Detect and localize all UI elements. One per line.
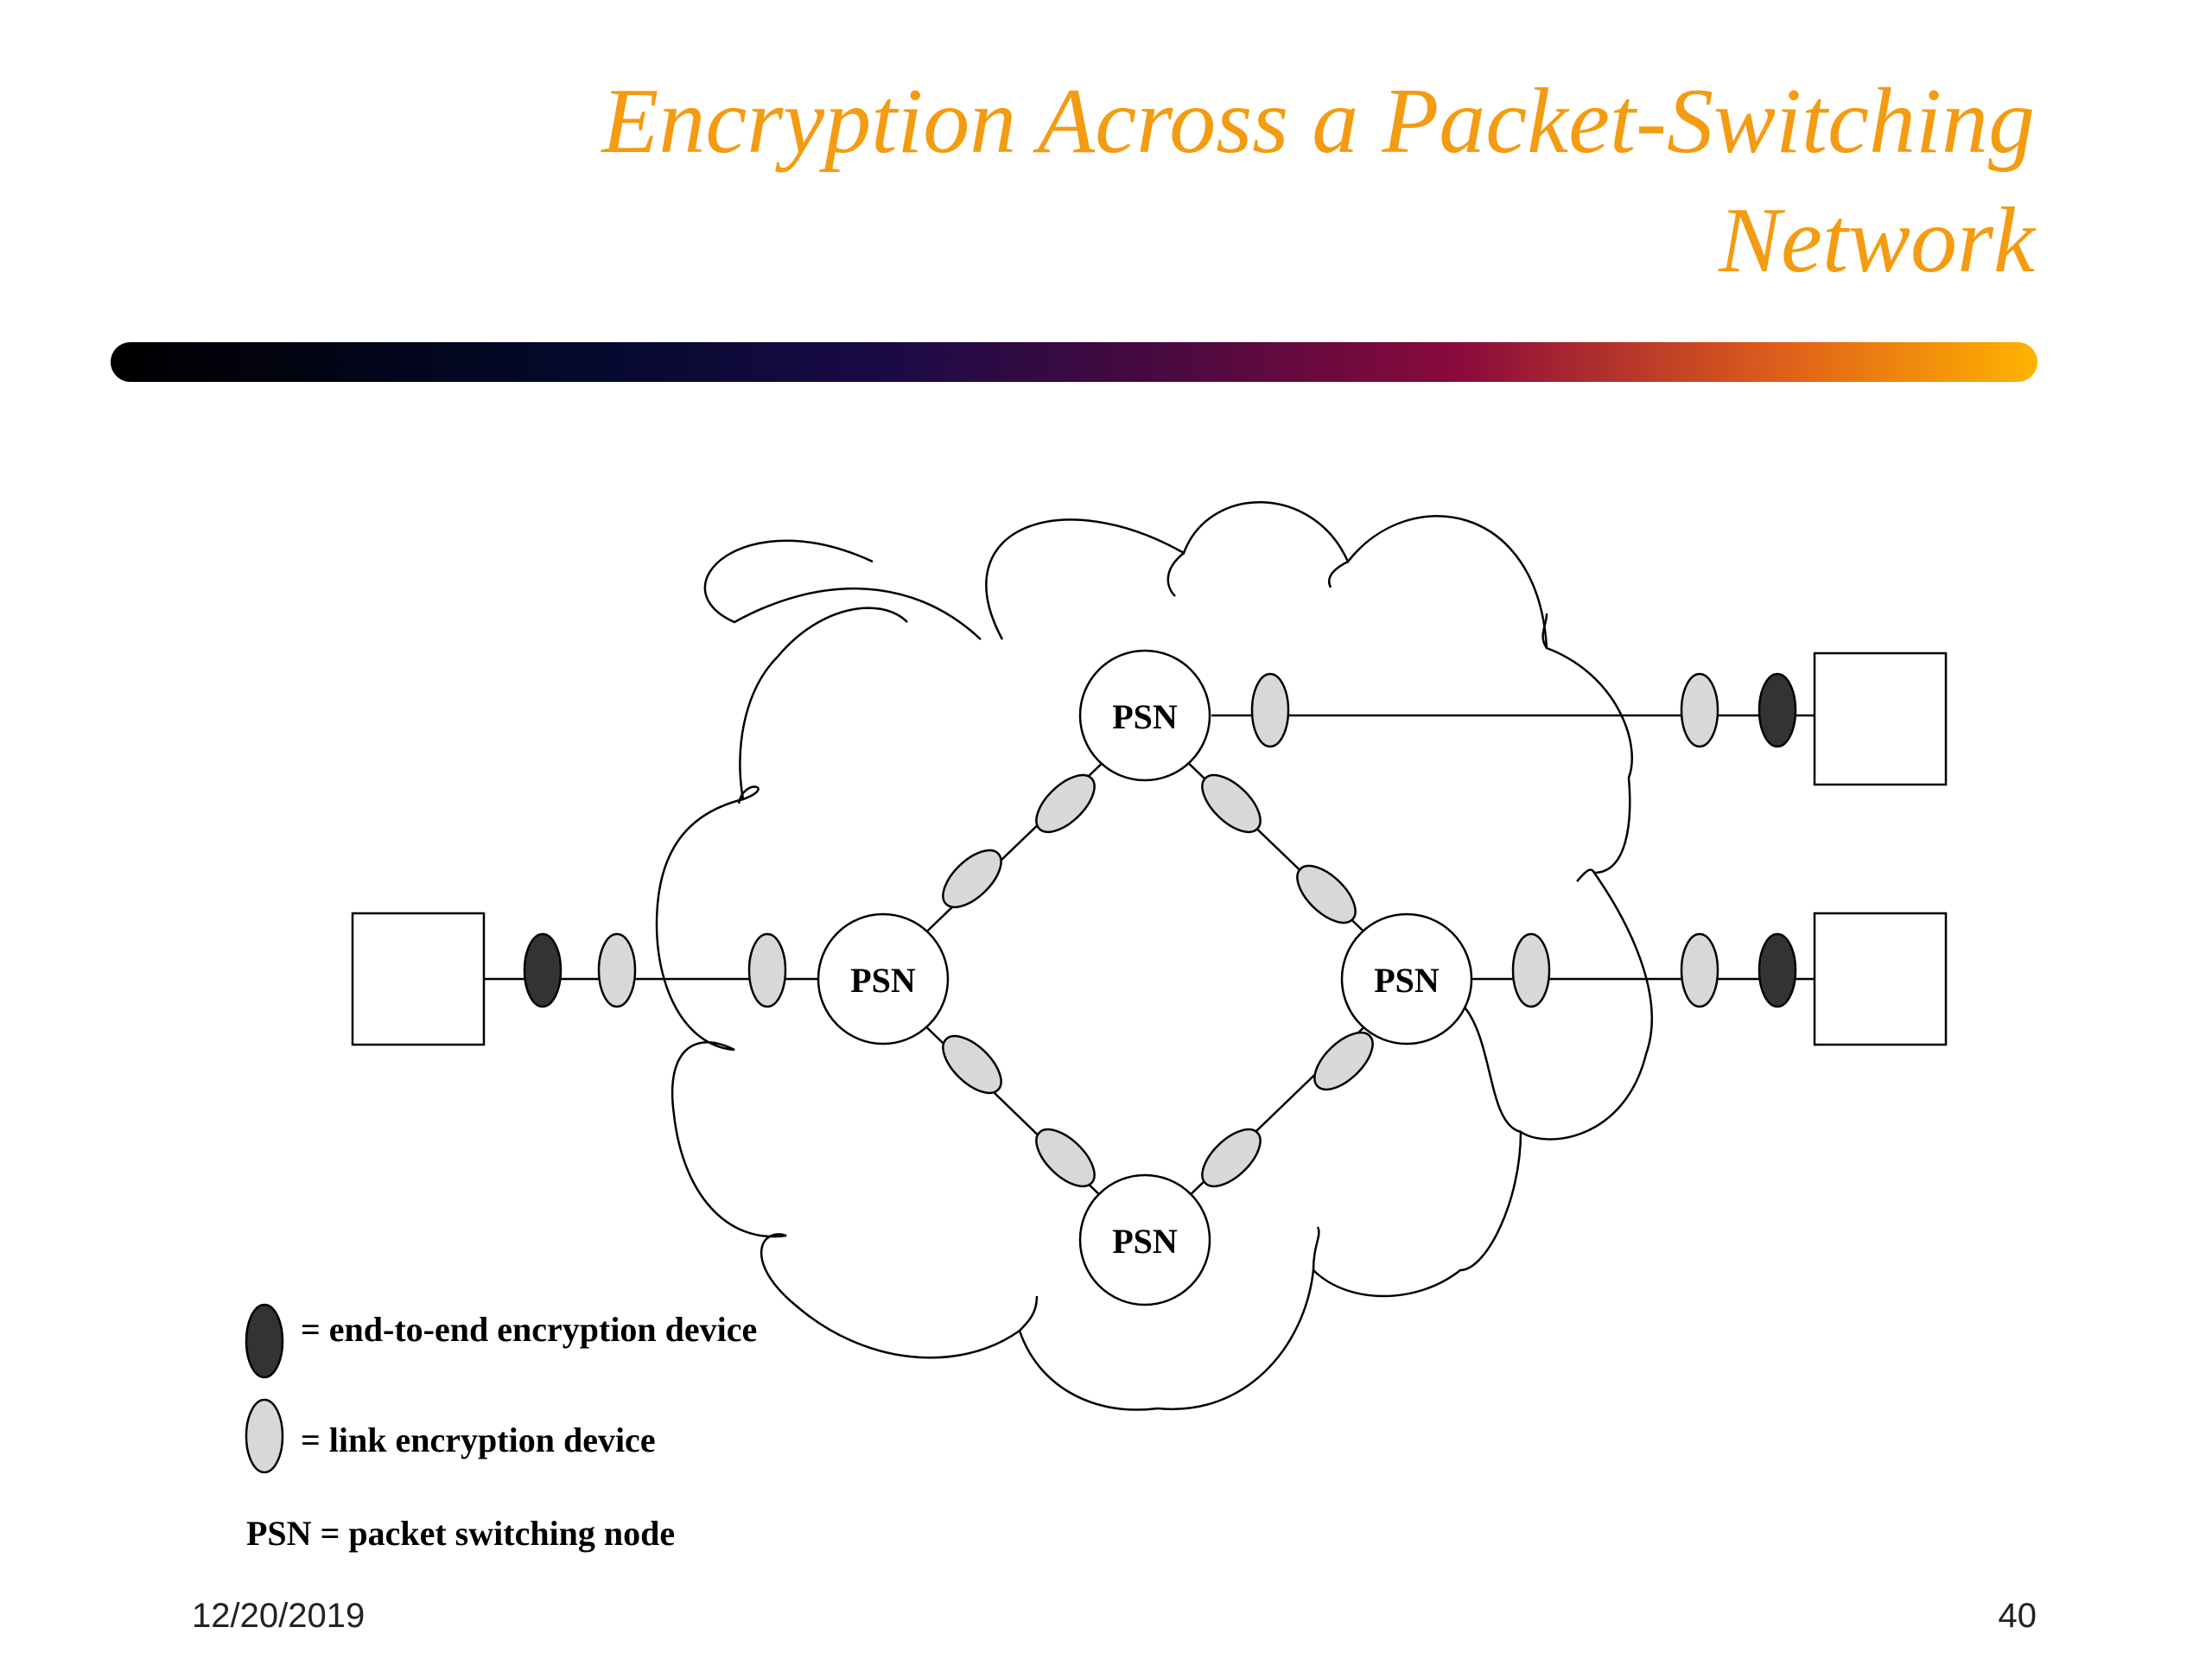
link-device xyxy=(1035,773,1096,834)
host-box-bottom-right xyxy=(1813,912,1948,1046)
psn-node-bottom: PSN xyxy=(1078,1173,1211,1306)
end-to-end-devices xyxy=(523,672,1797,1008)
end-to-end-device-bottom-right xyxy=(1758,932,1797,1008)
link-device xyxy=(1201,1128,1262,1188)
host-box-top-right xyxy=(1813,652,1948,786)
psn-label: PSN xyxy=(1112,1222,1178,1261)
link-device xyxy=(1296,864,1357,925)
link-device xyxy=(1313,1031,1374,1091)
end-to-end-device-top-right xyxy=(1758,672,1797,748)
psn-node-top: PSN xyxy=(1078,649,1211,782)
link-device xyxy=(1250,672,1290,748)
psn-label: PSN xyxy=(1374,961,1440,1000)
psn-label: PSN xyxy=(1112,697,1178,736)
legend-link-text: = link encryption device xyxy=(301,1421,656,1459)
psn-node-left: PSN xyxy=(817,912,950,1046)
link-device xyxy=(942,1034,1002,1095)
gradient-divider-bar xyxy=(111,342,2037,382)
end-to-end-device-left xyxy=(523,932,563,1008)
link-device xyxy=(747,932,787,1008)
psn-label: PSN xyxy=(850,961,916,1000)
slide-title: Encryption Across a Packet-Switching Net… xyxy=(134,62,2035,301)
psn-links xyxy=(484,714,1815,1202)
link-devices xyxy=(597,672,1719,1188)
link-device xyxy=(1035,1128,1096,1188)
legend-psn-definition: PSN = packet switching node xyxy=(246,1514,675,1553)
legend: = end-to-end encryption device = link en… xyxy=(245,1303,757,1553)
host-box-left xyxy=(351,912,486,1046)
title-line-1: Encryption Across a Packet-Switching xyxy=(601,70,2035,173)
psn-node-right: PSN xyxy=(1340,912,1473,1046)
legend-end-to-end-text: = end-to-end encryption device xyxy=(301,1310,757,1349)
link-device xyxy=(942,849,1002,909)
link-device xyxy=(1680,932,1719,1008)
link-device xyxy=(1201,773,1262,834)
link-device xyxy=(1511,932,1551,1008)
footer-date: 12/20/2019 xyxy=(192,1597,365,1635)
legend-end-to-end-icon xyxy=(245,1303,284,1379)
title-line-2: Network xyxy=(1719,189,2035,292)
network-cloud xyxy=(655,501,1653,1411)
legend-link-icon xyxy=(245,1398,284,1474)
link-device xyxy=(1680,672,1719,748)
link-device xyxy=(597,932,637,1008)
footer-page-number: 40 xyxy=(1998,1597,2037,1635)
